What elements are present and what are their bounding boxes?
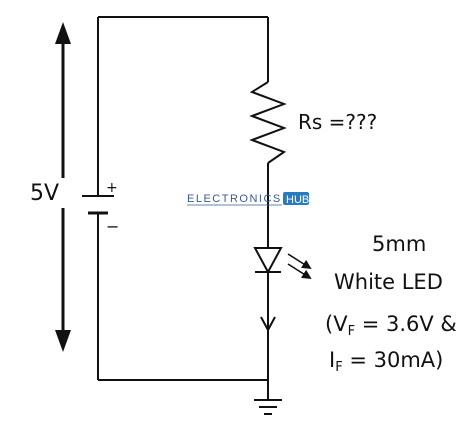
led-forward-current: IF = 30mA) xyxy=(329,348,443,375)
led-forward-voltage: (VF = 3.6V & xyxy=(325,312,457,339)
vf-value: = 3.6V & xyxy=(355,312,457,336)
circuit-wires xyxy=(97,16,269,400)
watermark-text: ELECTRONICS xyxy=(187,193,282,205)
watermark-badge-text: HUB xyxy=(286,194,309,206)
vf-open: (V xyxy=(325,312,348,336)
watermark-badge xyxy=(283,192,309,205)
led-type-label: White LED xyxy=(334,270,443,294)
light-emission-arrows xyxy=(287,253,312,280)
resistor-symbol xyxy=(249,81,287,164)
vf-subscript: F xyxy=(348,324,355,339)
ground-symbol xyxy=(254,399,282,415)
if-value: = 30mA) xyxy=(343,348,444,372)
if-subscript: F xyxy=(335,360,342,375)
battery-minus-sign: − xyxy=(106,217,119,236)
if-symbol: I xyxy=(329,348,335,372)
voltage-label: 5V xyxy=(30,181,59,206)
watermark-logo: ELECTRONICS HUB xyxy=(187,192,309,206)
resistor-label: Rs =??? xyxy=(298,110,377,134)
current-direction-arrow xyxy=(260,316,276,333)
battery-plus-sign: + xyxy=(106,180,118,196)
battery-symbol xyxy=(82,195,114,215)
voltage-arrow xyxy=(55,22,71,352)
led-size-label: 5mm xyxy=(372,232,426,256)
led-symbol xyxy=(253,247,283,275)
